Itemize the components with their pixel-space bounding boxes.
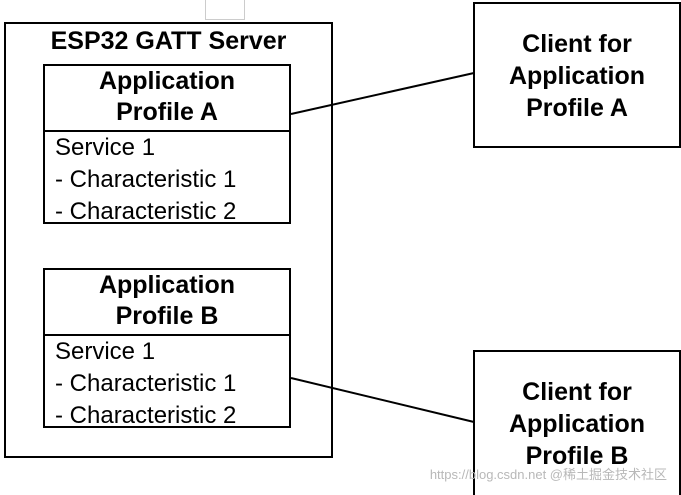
watermark-text: https://blog.csdn.net @稀土掘金技术社区: [429, 467, 667, 482]
client-a-line3: Profile A: [526, 94, 628, 122]
profile-a-characteristic-1: - Characteristic 1: [55, 166, 237, 193]
client-a-box: Client for Application Profile A: [473, 2, 681, 148]
client-a-line2: Application: [508, 62, 646, 90]
profile-b-characteristic-1: - Characteristic 1: [55, 370, 237, 397]
application-profile-b: Application Profile B Service 1 - Charac…: [43, 268, 291, 429]
client-b-line2: Application: [508, 410, 646, 438]
client-b-line1: Client for: [522, 378, 632, 406]
profile-a-service: Service 1: [55, 134, 156, 161]
top-edge-fragment: [205, 0, 245, 20]
profile-a-body: Service 1 - Characteristic 1 - Character…: [55, 132, 285, 228]
profile-a-characteristic-2: - Characteristic 2: [55, 198, 237, 225]
profile-b-service: Service 1: [55, 338, 156, 365]
profile-a-header: Application Profile A: [45, 66, 289, 132]
client-a-line1: Client for: [522, 30, 632, 58]
profile-b-title-line2: Profile B: [115, 302, 219, 330]
profile-a-title-line1: Application: [98, 67, 236, 95]
client-b-line3: Profile B: [525, 442, 629, 470]
profile-b-characteristic-2: - Characteristic 2: [55, 402, 237, 429]
application-profile-a: Application Profile A Service 1 - Charac…: [43, 64, 291, 225]
server-title: ESP32 GATT Server: [50, 27, 287, 55]
profile-b-header: Application Profile B: [45, 270, 289, 336]
profile-b-body: Service 1 - Characteristic 1 - Character…: [55, 336, 285, 432]
profile-a-title-line2: Profile A: [116, 98, 218, 126]
profile-b-title-line1: Application: [98, 271, 236, 299]
